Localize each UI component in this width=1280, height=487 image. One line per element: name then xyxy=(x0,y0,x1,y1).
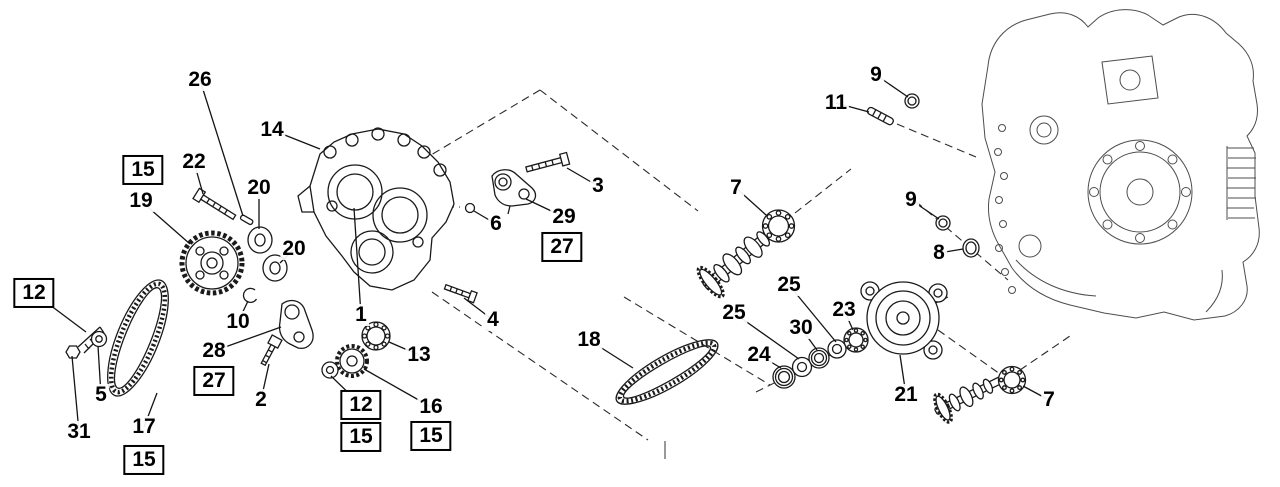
part-number-2: 2 xyxy=(253,387,269,412)
washer-20-upper xyxy=(247,226,273,254)
part-number-21: 21 xyxy=(892,382,920,407)
bearing-23 xyxy=(843,327,869,353)
leader-line-26 xyxy=(199,79,244,217)
bearing-13 xyxy=(361,321,391,351)
boxed-part-number-27: 27 xyxy=(541,231,583,263)
washer-12-right xyxy=(321,361,339,379)
engine-case xyxy=(981,9,1260,321)
part-number-25: 25 xyxy=(720,300,748,325)
washer-25-inner xyxy=(791,356,813,378)
washer-5 xyxy=(90,330,108,348)
part-number-17: 17 xyxy=(130,414,158,439)
seal-24 xyxy=(772,365,796,389)
oring-9-top xyxy=(904,93,920,109)
sprocket-16 xyxy=(335,344,369,378)
boxed-part-number-12: 12 xyxy=(13,277,55,309)
part-number-24: 24 xyxy=(745,342,773,367)
part-number-29: 29 xyxy=(550,204,578,229)
part-number-14: 14 xyxy=(258,117,286,142)
camshaft-7-rear xyxy=(933,365,1027,424)
part-number-10: 10 xyxy=(224,309,252,334)
boxed-part-number-15: 15 xyxy=(122,154,164,186)
chain-18 xyxy=(615,339,719,405)
screw-3 xyxy=(525,151,571,173)
part-number-31: 31 xyxy=(65,419,93,444)
boxed-part-number-27: 27 xyxy=(193,365,235,397)
camshaft-7-front xyxy=(696,209,796,299)
part-number-3: 3 xyxy=(590,173,606,198)
oring-9-side xyxy=(935,215,951,231)
part-number-25: 25 xyxy=(775,272,803,297)
part-number-23: 23 xyxy=(830,297,858,322)
cam-sprocket-19 xyxy=(179,230,245,296)
part-number-20: 20 xyxy=(280,236,308,261)
part-number-28: 28 xyxy=(200,338,228,363)
part-number-4: 4 xyxy=(485,307,501,332)
chain-17 xyxy=(107,279,169,397)
part-number-7: 7 xyxy=(728,175,744,200)
oil-pressure-relief-29 xyxy=(491,169,537,215)
part-number-19: 19 xyxy=(127,188,155,213)
screw-4 xyxy=(443,283,478,304)
part-number-13: 13 xyxy=(405,342,433,367)
cam-support-plate xyxy=(297,127,455,291)
boxed-part-number-15: 15 xyxy=(123,444,165,476)
part-number-22: 22 xyxy=(180,149,208,174)
check-ball-6 xyxy=(464,202,476,214)
part-number-16: 16 xyxy=(417,394,445,419)
part-number-30: 30 xyxy=(787,315,815,340)
spacer-30 xyxy=(808,347,830,369)
boxed-part-number-15: 15 xyxy=(340,421,382,453)
part-number-26: 26 xyxy=(186,67,214,92)
boxed-part-number-12: 12 xyxy=(340,389,382,421)
part-number-9: 9 xyxy=(868,62,884,87)
part-number-8: 8 xyxy=(931,240,947,265)
oring-8 xyxy=(962,238,980,258)
chain-tensioner-28 xyxy=(278,299,314,349)
part-number-1: 1 xyxy=(353,302,369,327)
washer-25-outer xyxy=(827,339,847,359)
screw-2 xyxy=(260,334,283,367)
retaining-clip-10 xyxy=(242,287,258,303)
dowel-pin-26 xyxy=(239,214,254,226)
part-number-9: 9 xyxy=(903,187,919,212)
part-number-18: 18 xyxy=(575,327,603,352)
leader-line-1 xyxy=(353,207,362,316)
part-number-11: 11 xyxy=(822,90,850,115)
leader-line-31 xyxy=(71,355,80,433)
part-number-5: 5 xyxy=(93,382,109,407)
part-number-20: 20 xyxy=(245,175,273,200)
part-number-7: 7 xyxy=(1041,387,1057,412)
dowel-pin-11 xyxy=(866,106,894,126)
cam-cover-21 xyxy=(860,281,948,360)
part-number-6: 6 xyxy=(488,211,504,236)
boxed-part-number-15: 15 xyxy=(410,420,452,452)
